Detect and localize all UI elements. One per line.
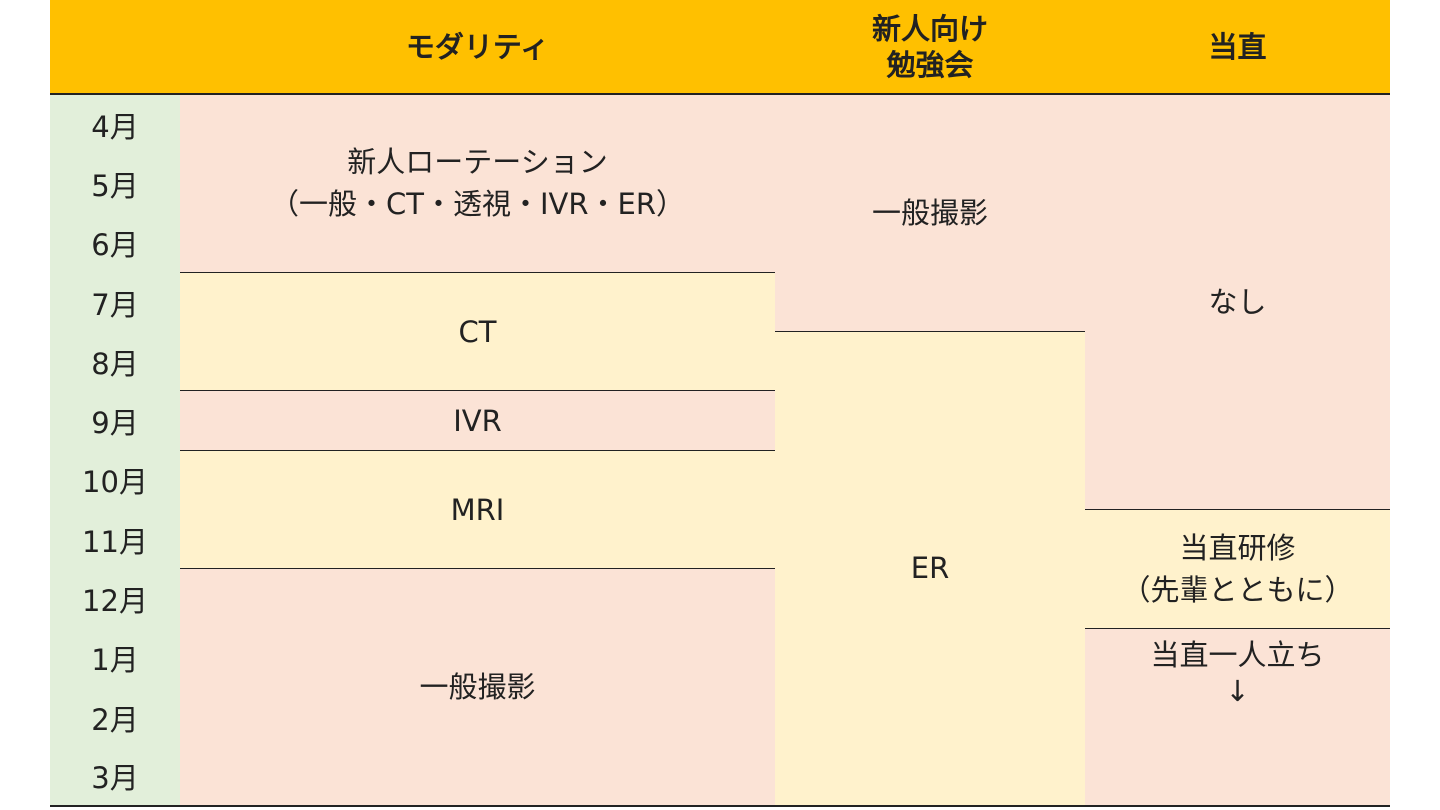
- duty-none-label: なし: [1208, 285, 1267, 320]
- month-cell: 8月: [50, 332, 180, 392]
- month-cell: 9月: [50, 391, 180, 451]
- modality-ct: CT: [180, 272, 775, 392]
- study-er: ER: [775, 332, 1085, 807]
- header-study: 新人向け 勉強会: [775, 0, 1085, 95]
- modality-ivr: IVR: [180, 391, 775, 451]
- month-cell: 10月: [50, 450, 180, 511]
- modality-mri: MRI: [180, 450, 775, 570]
- modality-ivr-label: IVR: [453, 403, 502, 438]
- duty-solo: 当直一人立ち ↓: [1085, 628, 1390, 807]
- header-study-line2: 勉強会: [886, 47, 974, 82]
- duty-solo-title: 当直一人立ち: [1150, 637, 1325, 672]
- arrow-down-icon: ↓: [1225, 673, 1250, 708]
- header-modality: モダリティ: [180, 0, 775, 95]
- duty-training-title: 当直研修: [1179, 530, 1296, 565]
- modality-rotation: 新人ローテーション （一般・CT・透視・IVR・ER）: [180, 95, 775, 273]
- duty-training-detail: （先輩とともに）: [1121, 572, 1354, 607]
- study-general: 一般撮影: [775, 95, 1085, 333]
- duty-training: 当直研修 （先輩とともに）: [1085, 510, 1390, 629]
- month-cell: 6月: [50, 213, 180, 273]
- month-cell: 3月: [50, 747, 180, 807]
- modality-general: 一般撮影: [180, 569, 775, 807]
- modality-ct-label: CT: [458, 314, 497, 349]
- month-cell: 11月: [50, 510, 180, 570]
- training-schedule-table: モダリティ 新人向け 勉強会 当直 4月 5月 6月 7月 8月 9月 10月 …: [50, 0, 1390, 807]
- month-cell: 4月: [50, 95, 180, 155]
- month-cell: 7月: [50, 272, 180, 333]
- header-study-line1: 新人向け: [871, 11, 988, 46]
- month-cell: 1月: [50, 628, 180, 688]
- header-blank: [50, 0, 180, 95]
- modality-rotation-detail: （一般・CT・透視・IVR・ER）: [270, 187, 685, 222]
- month-cell: 12月: [50, 569, 180, 629]
- study-general-label: 一般撮影: [871, 196, 988, 231]
- month-cell: 2月: [50, 687, 180, 748]
- modality-rotation-title: 新人ローテーション: [347, 145, 608, 180]
- month-cell: 5月: [50, 154, 180, 214]
- study-er-label: ER: [910, 551, 950, 586]
- modality-general-label: 一般撮影: [419, 669, 536, 704]
- modality-mri-label: MRI: [450, 492, 505, 527]
- duty-none: なし: [1085, 95, 1390, 511]
- header-duty: 当直: [1085, 0, 1390, 95]
